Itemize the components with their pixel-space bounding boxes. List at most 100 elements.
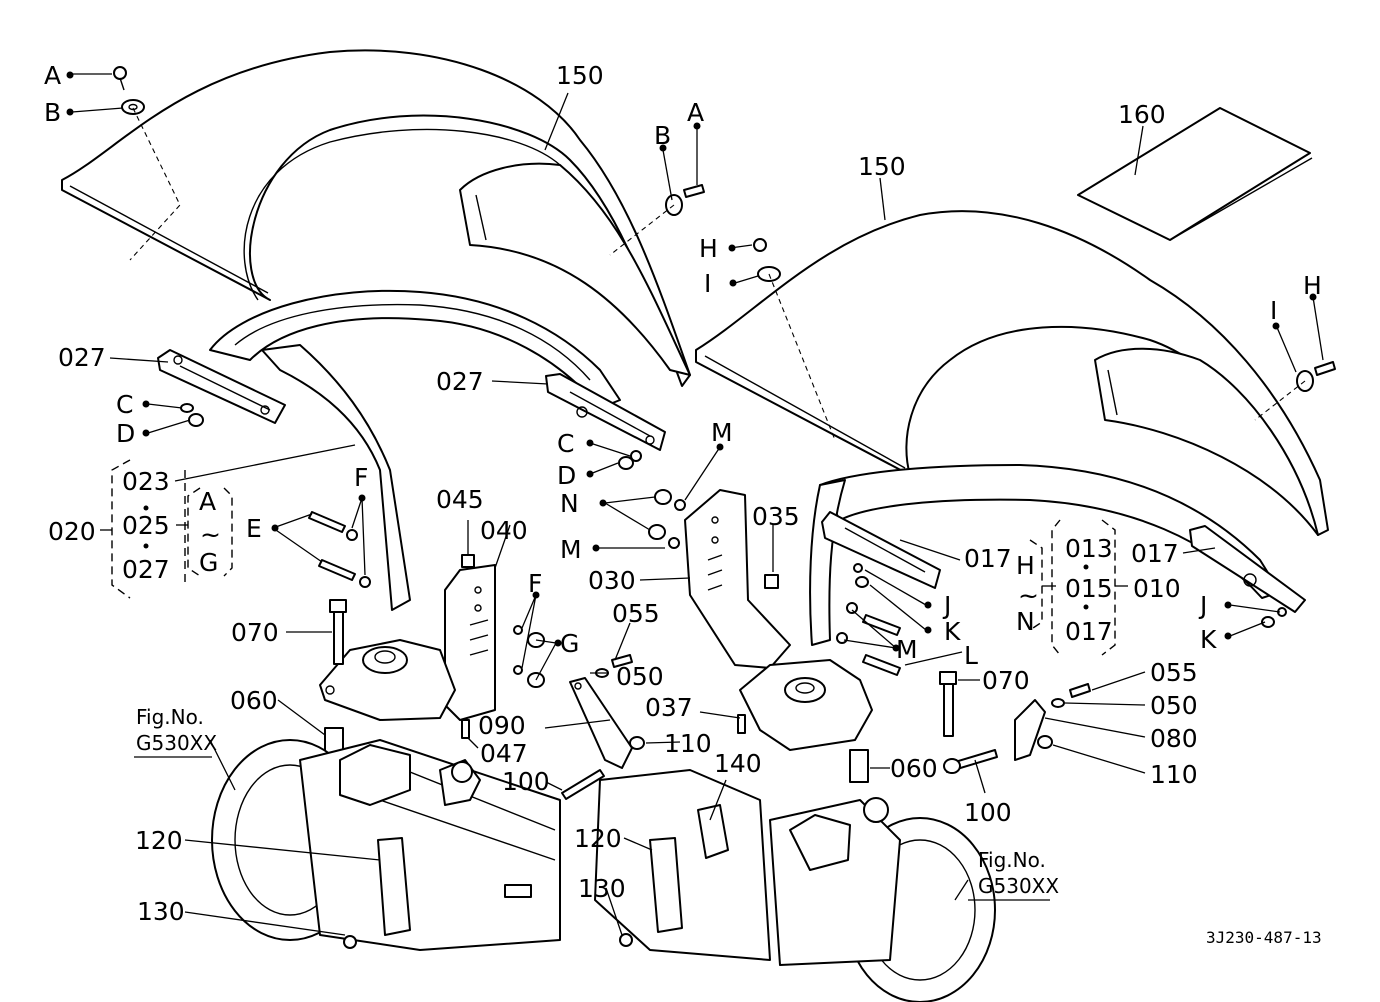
group-range-start-A: A (199, 487, 216, 516)
washers-j-k (853, 563, 1287, 628)
group-bracket-010 (1029, 519, 1128, 656)
callout-C-right: C (557, 429, 574, 458)
group-bracket-020 (100, 459, 233, 599)
bolt-035 (764, 574, 779, 589)
callout-100-right: 100 (964, 798, 1012, 827)
callout-055-left: 055 (612, 599, 660, 628)
stay-090 (569, 677, 633, 769)
callout-017-group: 017 (1065, 617, 1113, 646)
callout-027-group: 027 (122, 555, 170, 584)
callout-J-right: J (1198, 591, 1207, 620)
callout-A-right: A (687, 98, 704, 127)
callout-M-left: M (560, 535, 582, 564)
callout-150-left: 150 (556, 61, 604, 90)
figref-left-line1: Fig.No. (136, 705, 204, 729)
callout-040: 040 (480, 516, 528, 545)
callout-120-right: 120 (574, 824, 622, 853)
callout-010: 010 (1133, 574, 1181, 603)
drawing-code: 3J230-487-13 (1206, 928, 1322, 947)
leader-dots (66, 71, 1317, 652)
callout-130-left: 130 (137, 897, 185, 926)
center-lines (129, 107, 1306, 441)
callout-J-left: J (942, 591, 951, 620)
nuts-g (513, 625, 545, 688)
callout-047: 047 (480, 739, 528, 768)
callout-K-left: K (944, 617, 961, 646)
callout-020: 020 (48, 517, 96, 546)
right-bracket-027 (545, 373, 666, 451)
bolt-070-right (939, 671, 957, 737)
callout-037: 037 (645, 693, 693, 722)
front-axle-right (594, 769, 996, 1002)
callout-E: E (246, 514, 262, 543)
stay-080 (1014, 699, 1046, 761)
bolt-070-left (329, 599, 347, 665)
callout-D-left: D (116, 419, 135, 448)
callout-050-right: 050 (1150, 691, 1198, 720)
bolt-h-side (1314, 361, 1336, 376)
callout-M-top: M (711, 418, 733, 447)
callout-F-left: F (354, 463, 368, 492)
callout-060-right: 060 (890, 754, 938, 783)
group-range-tilde-2: ~ (1018, 581, 1039, 610)
left-fender-inner-frame (209, 289, 621, 611)
callout-027-right: 027 (436, 367, 484, 396)
group-range-start-H: H (1016, 551, 1035, 580)
callout-F-right: F (528, 569, 542, 598)
bolt-045 (461, 554, 475, 568)
callout-070-left: 070 (231, 618, 279, 647)
callout-I-top: I (704, 269, 711, 298)
figure-reference-left: Fig.No. G530XX (134, 705, 217, 758)
nut-110-right (1037, 735, 1053, 749)
callout-080: 080 (1150, 724, 1198, 753)
nut-d-right (618, 456, 634, 470)
bolt-037 (737, 714, 746, 734)
callout-I-side: I (1270, 296, 1277, 325)
callout-B-right: B (654, 121, 671, 150)
right-stay-030 (684, 489, 873, 751)
callout-120-left: 120 (135, 826, 183, 855)
callout-H-side: H (1303, 271, 1322, 300)
spacer-060-right (849, 749, 869, 783)
callout-025: 025 (122, 511, 170, 540)
callout-100-left: 100 (502, 767, 550, 796)
callout-A-left: A (44, 61, 61, 90)
callout-023: 023 (122, 467, 170, 496)
figref-right-line1: Fig.No. (978, 848, 1046, 872)
bolt-055-left (611, 654, 633, 668)
callout-035: 035 (752, 502, 800, 531)
callout-090: 090 (478, 711, 526, 740)
callout-K-right: K (1200, 625, 1217, 654)
callout-M-right: M (896, 635, 918, 664)
bolt-100-left (561, 769, 605, 800)
callout-060-left: 060 (230, 686, 278, 715)
nuts-n (648, 489, 672, 540)
callout-D-right: D (557, 461, 576, 490)
washers-m (668, 499, 858, 644)
bolt-a-left (113, 66, 127, 91)
callout-140: 140 (714, 749, 762, 778)
bolt-047 (461, 719, 470, 739)
group-range-end-G: G (199, 548, 218, 577)
callout-110-right: 110 (1150, 760, 1198, 789)
callout-B-left: B (44, 98, 61, 127)
callout-017-left: 017 (964, 544, 1012, 573)
callout-N: N (560, 489, 579, 518)
callout-055-right: 055 (1150, 658, 1198, 687)
washer-c-left (180, 403, 194, 413)
figure-reference-right: Fig.No. G530XX (968, 848, 1059, 901)
washer-050-right (1051, 698, 1065, 708)
callout-013: 013 (1065, 534, 1113, 563)
left-bracket-027 (157, 349, 286, 424)
callout-027-left: 027 (58, 343, 106, 372)
callout-130-right: 130 (578, 874, 626, 903)
callout-G: G (560, 629, 579, 658)
callout-150-right: 150 (858, 152, 906, 181)
left-stay-bracket-040 (319, 564, 496, 721)
group-range-end-N: N (1016, 607, 1035, 636)
figref-left-line2: G530XX (136, 731, 217, 755)
callout-160: 160 (1118, 100, 1166, 129)
callout-045: 045 (436, 485, 484, 514)
bolt-100-right (943, 749, 998, 774)
